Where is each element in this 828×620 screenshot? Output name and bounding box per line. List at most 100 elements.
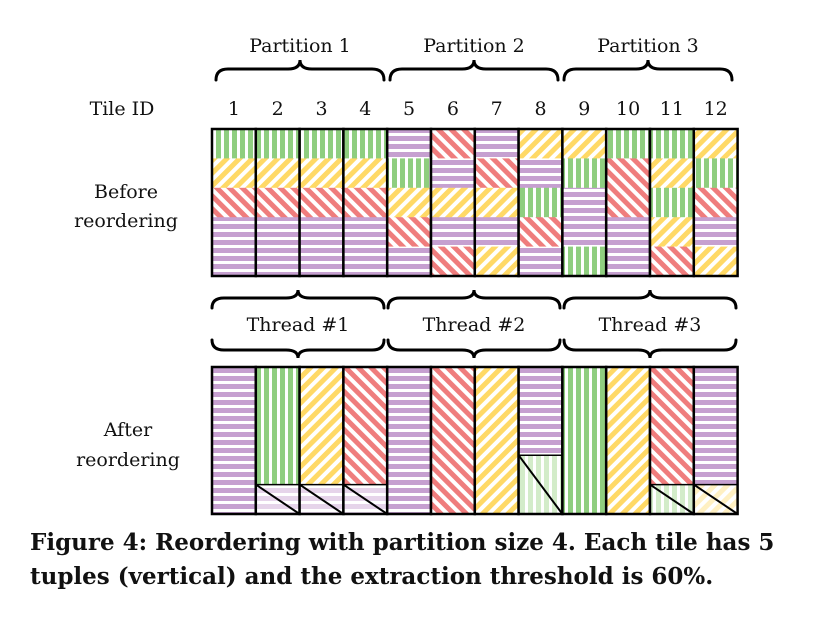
thread-brace-bottom-2 bbox=[386, 338, 562, 359]
before-tuple bbox=[343, 187, 388, 218]
before-tuple bbox=[650, 187, 694, 218]
tile-id-4: 4 bbox=[359, 98, 371, 120]
extraction-diagonal bbox=[517, 454, 564, 515]
before-tuple bbox=[606, 217, 650, 248]
before-label-line1: Before bbox=[94, 181, 158, 203]
before-tuple bbox=[212, 158, 256, 189]
before-tuple bbox=[474, 246, 519, 277]
after-fill bbox=[518, 367, 563, 456]
after-tile-12 bbox=[692, 365, 739, 516]
before-tuple bbox=[299, 129, 344, 159]
after-fill bbox=[650, 367, 694, 485]
before-tuple bbox=[693, 246, 738, 277]
before-tuple bbox=[518, 129, 563, 159]
before-tuple bbox=[606, 246, 650, 277]
before-tuple bbox=[255, 158, 300, 189]
before-tuple bbox=[693, 187, 738, 218]
before-tuple bbox=[474, 158, 519, 189]
before-reordering-grid bbox=[210, 127, 739, 278]
before-tuple bbox=[606, 129, 650, 159]
figure-caption: Figure 4: Reordering with partition size… bbox=[30, 526, 820, 594]
partition-brace-2 bbox=[388, 59, 560, 82]
tile-id-2: 2 bbox=[272, 98, 284, 120]
before-tuple bbox=[431, 158, 475, 189]
before-tuple bbox=[387, 187, 431, 218]
after-fill bbox=[343, 367, 388, 485]
before-tuple bbox=[518, 158, 563, 189]
before-tuple bbox=[387, 217, 431, 248]
after-fill bbox=[562, 367, 607, 514]
tile-id-label: Tile ID bbox=[90, 98, 155, 120]
before-label-line2: reordering bbox=[74, 210, 178, 232]
before-tuple bbox=[255, 246, 300, 277]
tile-id-1: 1 bbox=[228, 98, 240, 120]
before-tuple bbox=[212, 187, 256, 218]
before-tuple bbox=[387, 246, 431, 277]
thread-brace-bottom-3 bbox=[562, 338, 738, 359]
before-tuple bbox=[474, 217, 519, 248]
before-tuple bbox=[255, 129, 300, 159]
before-tuple bbox=[650, 158, 694, 189]
before-tuple bbox=[431, 187, 475, 218]
thread-brace-top-3 bbox=[562, 289, 738, 310]
before-tuple bbox=[650, 246, 694, 277]
before-tuple bbox=[299, 246, 344, 277]
before-tuple bbox=[299, 187, 344, 218]
before-tuple bbox=[562, 187, 607, 218]
partition-brace-3 bbox=[562, 59, 734, 82]
before-tuple bbox=[343, 246, 388, 277]
before-tuple bbox=[431, 246, 475, 277]
caption-line-2: tuples (vertical) and the extraction thr… bbox=[30, 563, 714, 590]
before-tuple bbox=[299, 158, 344, 189]
before-tuple bbox=[299, 217, 344, 248]
after-fill bbox=[299, 367, 344, 485]
tile-id-8: 8 bbox=[534, 98, 546, 120]
before-tuple bbox=[518, 246, 563, 277]
before-tuple bbox=[693, 217, 738, 248]
before-tuple bbox=[606, 158, 650, 189]
before-tuple bbox=[474, 129, 519, 159]
before-tuple bbox=[255, 187, 300, 218]
tile-id-3: 3 bbox=[315, 98, 327, 120]
tile-id-11: 11 bbox=[660, 98, 684, 120]
after-fill bbox=[212, 367, 256, 514]
reordering-diagram: Partition 1 Partition 2 Partition 3 Tile… bbox=[74, 35, 739, 516]
before-tuple bbox=[606, 187, 650, 218]
after-fill bbox=[387, 367, 431, 514]
partition-brace-1 bbox=[214, 59, 386, 82]
partition-label-3: Partition 3 bbox=[597, 35, 699, 57]
before-tuple bbox=[518, 217, 563, 248]
before-tuple bbox=[650, 129, 694, 159]
extraction-diagonal bbox=[649, 483, 695, 515]
tile-id-12: 12 bbox=[704, 98, 728, 120]
before-tuple bbox=[562, 246, 607, 277]
extraction-diagonal bbox=[693, 483, 739, 515]
thread-label-2: Thread #2 bbox=[423, 314, 526, 336]
tile-id-5: 5 bbox=[403, 98, 415, 120]
after-label-line1: After bbox=[103, 419, 153, 441]
after-fill bbox=[255, 367, 300, 485]
after-fill bbox=[693, 367, 738, 485]
before-tuple bbox=[212, 246, 256, 277]
before-tuple bbox=[693, 158, 738, 189]
before-tuple bbox=[212, 129, 256, 159]
before-tuple bbox=[431, 129, 475, 159]
after-fill bbox=[474, 367, 519, 514]
thread-label-3: Thread #3 bbox=[599, 314, 702, 336]
partition-label-1: Partition 1 bbox=[249, 35, 351, 57]
extraction-diagonal bbox=[342, 483, 388, 515]
before-tuple bbox=[343, 158, 388, 189]
before-tuple bbox=[518, 187, 563, 218]
extraction-diagonal bbox=[255, 483, 301, 515]
before-tuple bbox=[212, 217, 256, 248]
thread-brace-top-2 bbox=[386, 289, 562, 310]
thread-brace-bottom-1 bbox=[210, 338, 386, 359]
before-tuple bbox=[343, 129, 388, 159]
before-tuple bbox=[431, 217, 475, 248]
before-tuple bbox=[387, 129, 431, 159]
before-tuple bbox=[562, 158, 607, 189]
thread-brace-top-1 bbox=[210, 289, 386, 310]
before-tuple bbox=[562, 217, 607, 248]
after-reordering-grid bbox=[210, 365, 739, 516]
before-tuple bbox=[387, 158, 431, 189]
